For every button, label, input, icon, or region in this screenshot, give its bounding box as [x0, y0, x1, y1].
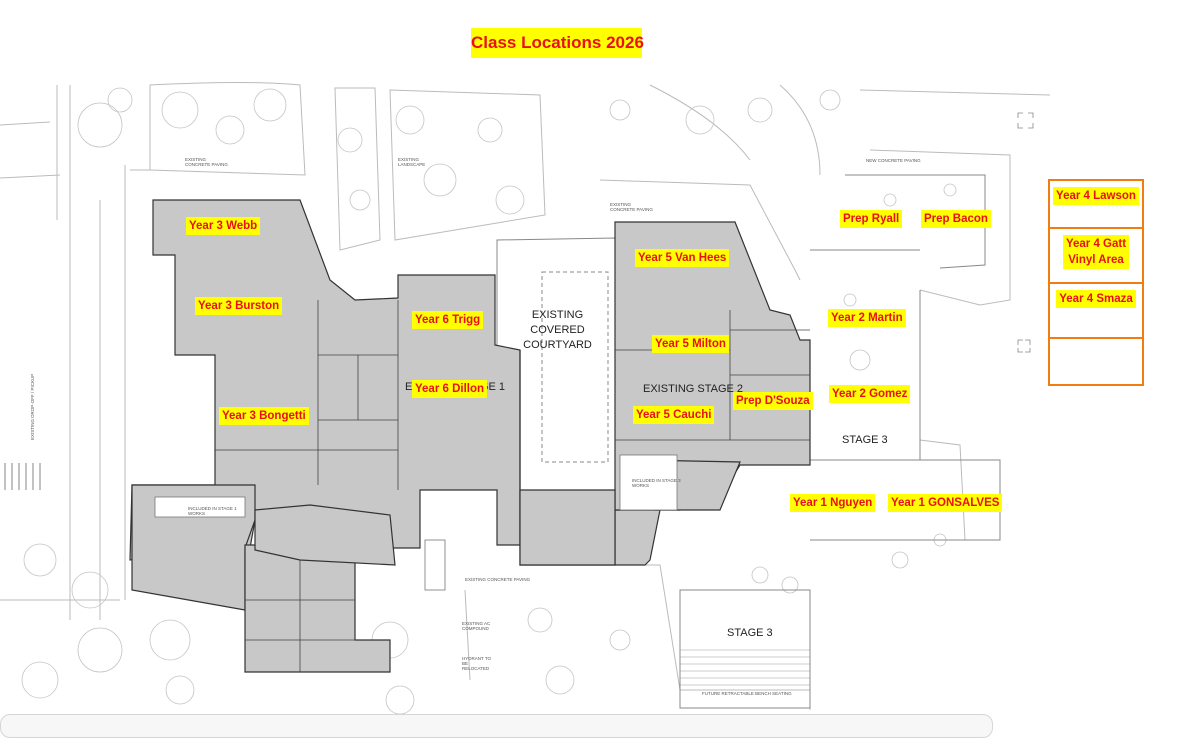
- class-label-y2-martin: Year 2 Martin: [828, 309, 906, 327]
- courtyard-line-3: COURTYARD: [523, 339, 592, 351]
- class-label-y3-burston: Year 3 Burston: [195, 297, 283, 315]
- note-existing-concrete-paving-bottom: EXISTING CONCRETE PAVING: [465, 577, 531, 582]
- class-label-y3-bongetti: Year 3 Bongetti: [219, 407, 309, 425]
- class-label-y2-gomez: Year 2 Gomez: [829, 385, 911, 403]
- courtyard-line-1: EXISTING: [531, 309, 584, 321]
- courtyard-label: EXISTING COVERED COURTYARD: [520, 308, 595, 353]
- gatt-line-1: Year 4 Gatt: [1065, 238, 1127, 250]
- class-label-y6-trigg: Year 6 Trigg: [412, 311, 484, 329]
- class-label-y4-gatt: Year 4 Gatt Vinyl Area: [1062, 235, 1130, 269]
- courtyard-line-2: COVERED: [530, 324, 585, 336]
- horizontal-scrollbar[interactable]: [0, 714, 993, 738]
- note-dropoff: EXISTING DROP-OFF / PICKUP: [30, 373, 35, 440]
- class-label-y1-gonsalves: Year 1 GONSALVES: [888, 494, 1003, 512]
- side-box-empty: [1048, 337, 1144, 386]
- note-bench-seating: FUTURE RETRACTABLE BENCH SEATING: [702, 691, 792, 696]
- existing-stage-2-label: EXISTING STAGE 2: [643, 383, 744, 395]
- page-title: Class Locations 2026: [471, 28, 644, 58]
- class-label-y5-milton: Year 5 Milton: [652, 335, 729, 353]
- note-new-concrete-paving: NEW CONCRETE PAVING: [866, 158, 921, 163]
- side-box-lawson: Year 4 Lawson: [1048, 179, 1144, 229]
- side-box-smaza: Year 4 Smaza: [1048, 282, 1144, 339]
- class-label-y1-nguyen: Year 1 Nguyen: [790, 494, 876, 512]
- gatt-line-2: Vinyl Area: [1068, 254, 1124, 266]
- class-label-prep-dsouza: Prep D'Souza: [733, 392, 813, 410]
- stage-3-bottom-label: STAGE 3: [727, 627, 773, 639]
- class-label-y4-smaza: Year 4 Smaza: [1056, 290, 1136, 308]
- class-label-prep-ryall: Prep Ryall: [840, 210, 903, 228]
- side-box-gatt: Year 4 Gatt Vinyl Area: [1048, 227, 1144, 284]
- stage-3-right-label: STAGE 3: [842, 434, 888, 446]
- class-label-y6-dillon: Year 6 Dillon: [412, 380, 488, 398]
- class-label-prep-bacon: Prep Bacon: [921, 210, 991, 228]
- class-label-y3-webb: Year 3 Webb: [186, 217, 261, 235]
- class-label-y5-vanhees: Year 5 Van Hees: [635, 249, 730, 267]
- class-label-y5-cauchi: Year 5 Cauchi: [633, 406, 715, 424]
- class-label-y4-lawson: Year 4 Lawson: [1053, 187, 1139, 205]
